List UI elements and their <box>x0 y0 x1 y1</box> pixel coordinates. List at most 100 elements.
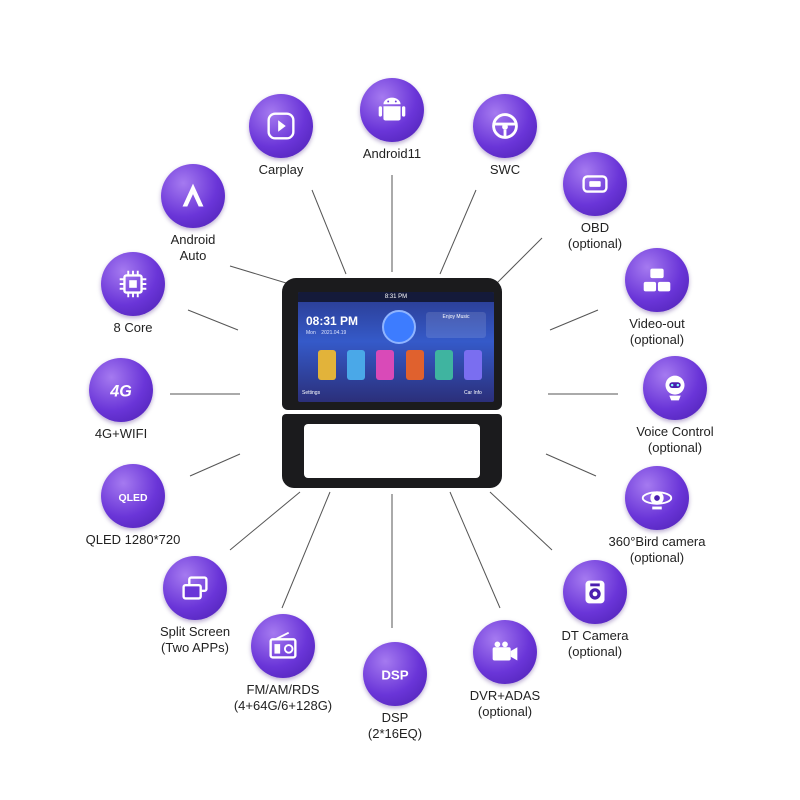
dsp-icon-text: DSP <box>381 668 408 683</box>
feature-label: QLED 1280*720 <box>58 532 208 548</box>
feature-subtitle: (optional) <box>629 332 685 347</box>
feature-label: DT Camera(optional) <box>520 628 670 660</box>
feature-swc: SWC <box>430 94 580 178</box>
video-camera-icon <box>473 620 537 684</box>
screen-clock: 08:31 PM <box>306 314 359 328</box>
4g-icon: 4G <box>89 358 153 422</box>
screen-date-value: 2021.04.19 <box>321 330 347 336</box>
feature-title: Android11 <box>362 146 422 161</box>
feature-title: QLED 1280*720 <box>85 532 181 547</box>
feature-label: Video-out(optional) <box>582 316 732 348</box>
app-icon <box>318 350 336 380</box>
feature-dt-camera: DT Camera(optional) <box>520 560 670 660</box>
feature-label: Split Screen(Two APPs) <box>120 624 270 656</box>
feature-subtitle: (optional) <box>477 704 533 719</box>
status-bar: 8:31 PM <box>298 292 494 302</box>
feature-android11: Android11 <box>317 78 467 162</box>
app-icon <box>405 350 424 380</box>
app-icon <box>434 350 453 380</box>
feature-title: Android <box>170 232 216 247</box>
screen-day: Mon <box>306 330 316 336</box>
carinfo-label: Car Info <box>464 390 482 396</box>
android-auto-icon <box>161 164 225 228</box>
feature-title: OBD <box>580 220 610 235</box>
carplay-icon <box>249 94 313 158</box>
feature-label: Android11 <box>317 146 467 162</box>
video-out-icon <box>625 248 689 312</box>
app-icon <box>463 350 482 380</box>
feature-subtitle: (Two APPs) <box>161 640 229 655</box>
feature-label: FM/AM/RDS(4+64G/6+128G) <box>208 682 358 714</box>
feature-title: 4G+WIFI <box>94 426 148 441</box>
split-screen-icon <box>163 556 227 620</box>
feature-360-camera: 360°Bird camera(optional) <box>582 466 732 566</box>
feature-label: 4G+WIFI <box>46 426 196 442</box>
feature-subtitle: Auto <box>179 248 207 263</box>
feature-title: DT Camera <box>561 628 629 643</box>
dashcam-icon <box>563 560 627 624</box>
qled-icon: QLED <box>101 464 165 528</box>
head-unit-device: 8:31 PM 08:31 PM Mon 2021.04.19 Enjoy Mu… <box>278 278 506 492</box>
screen-date: Mon 2021.04.19 <box>306 330 346 336</box>
device-screen: 8:31 PM 08:31 PM Mon 2021.04.19 Enjoy Mu… <box>298 292 494 402</box>
feature-subtitle: (2*16EQ) <box>367 726 423 741</box>
feature-title: 8 Core <box>113 320 153 335</box>
feature-label: SWC <box>430 162 580 178</box>
feature-label: Voice Control(optional) <box>600 424 750 456</box>
settings-label: Settings <box>302 390 321 396</box>
feature-title: FM/AM/RDS <box>246 682 320 697</box>
cpu-chip-icon <box>101 252 165 316</box>
feature-label: Carplay <box>206 162 356 178</box>
feature-title: Voice Control <box>636 424 714 439</box>
feature-label: OBD(optional) <box>520 220 670 252</box>
feature-8core: 8 Core <box>58 252 208 336</box>
4g-icon-text: 4G <box>109 383 132 401</box>
feature-label: DSP(2*16EQ) <box>320 710 470 742</box>
feature-subtitle: (optional) <box>567 236 623 251</box>
feature-video-out: Video-out(optional) <box>582 248 732 348</box>
feature-title: DSP <box>381 710 409 725</box>
feature-4g-wifi: 4G 4G+WIFI <box>46 358 196 442</box>
radio-icon <box>251 614 315 678</box>
feature-title: SWC <box>489 162 521 177</box>
android-icon <box>360 78 424 142</box>
feature-split-screen: Split Screen(Two APPs) <box>120 556 270 656</box>
app-row <box>318 350 482 384</box>
feature-label: 360°Bird camera(optional) <box>582 534 732 566</box>
feature-obd: OBD(optional) <box>520 152 670 252</box>
obd-connector-icon <box>563 152 627 216</box>
feature-subtitle: (optional) <box>629 550 685 565</box>
android-logo-icon <box>382 310 416 344</box>
music-widget: Enjoy Music <box>426 312 486 338</box>
app-icon <box>376 350 395 380</box>
robot-assistant-icon <box>643 356 707 420</box>
feature-carplay: Carplay <box>206 94 356 178</box>
qled-icon-text: QLED <box>119 493 148 504</box>
feature-title: Carplay <box>258 162 304 177</box>
frame-cutout <box>304 424 480 478</box>
feature-title: DVR+ADAS <box>469 688 541 703</box>
dsp-icon: DSP <box>363 642 427 706</box>
steering-wheel-icon <box>473 94 537 158</box>
feature-title: Split Screen <box>159 624 231 639</box>
feature-subtitle: (4+64G/6+128G) <box>233 698 333 713</box>
feature-label: 8 Core <box>58 320 208 336</box>
feature-fm-am-rds: FM/AM/RDS(4+64G/6+128G) <box>208 614 358 714</box>
360-camera-icon <box>625 466 689 530</box>
feature-dvr-adas: DVR+ADAS(optional) <box>430 620 580 720</box>
feature-label: DVR+ADAS(optional) <box>430 688 580 720</box>
feature-qled: QLED QLED 1280*720 <box>58 464 208 548</box>
app-icon <box>347 350 366 380</box>
feature-dsp: DSP DSP(2*16EQ) <box>320 642 470 742</box>
device-bezel: 8:31 PM 08:31 PM Mon 2021.04.19 Enjoy Mu… <box>282 278 502 410</box>
feature-title: 360°Bird camera <box>608 534 706 549</box>
feature-subtitle: (optional) <box>567 644 623 659</box>
feature-voice-control: Voice Control(optional) <box>600 356 750 456</box>
feature-subtitle: (optional) <box>647 440 703 455</box>
device-lower-frame <box>282 414 502 488</box>
feature-title: Video-out <box>629 316 685 331</box>
